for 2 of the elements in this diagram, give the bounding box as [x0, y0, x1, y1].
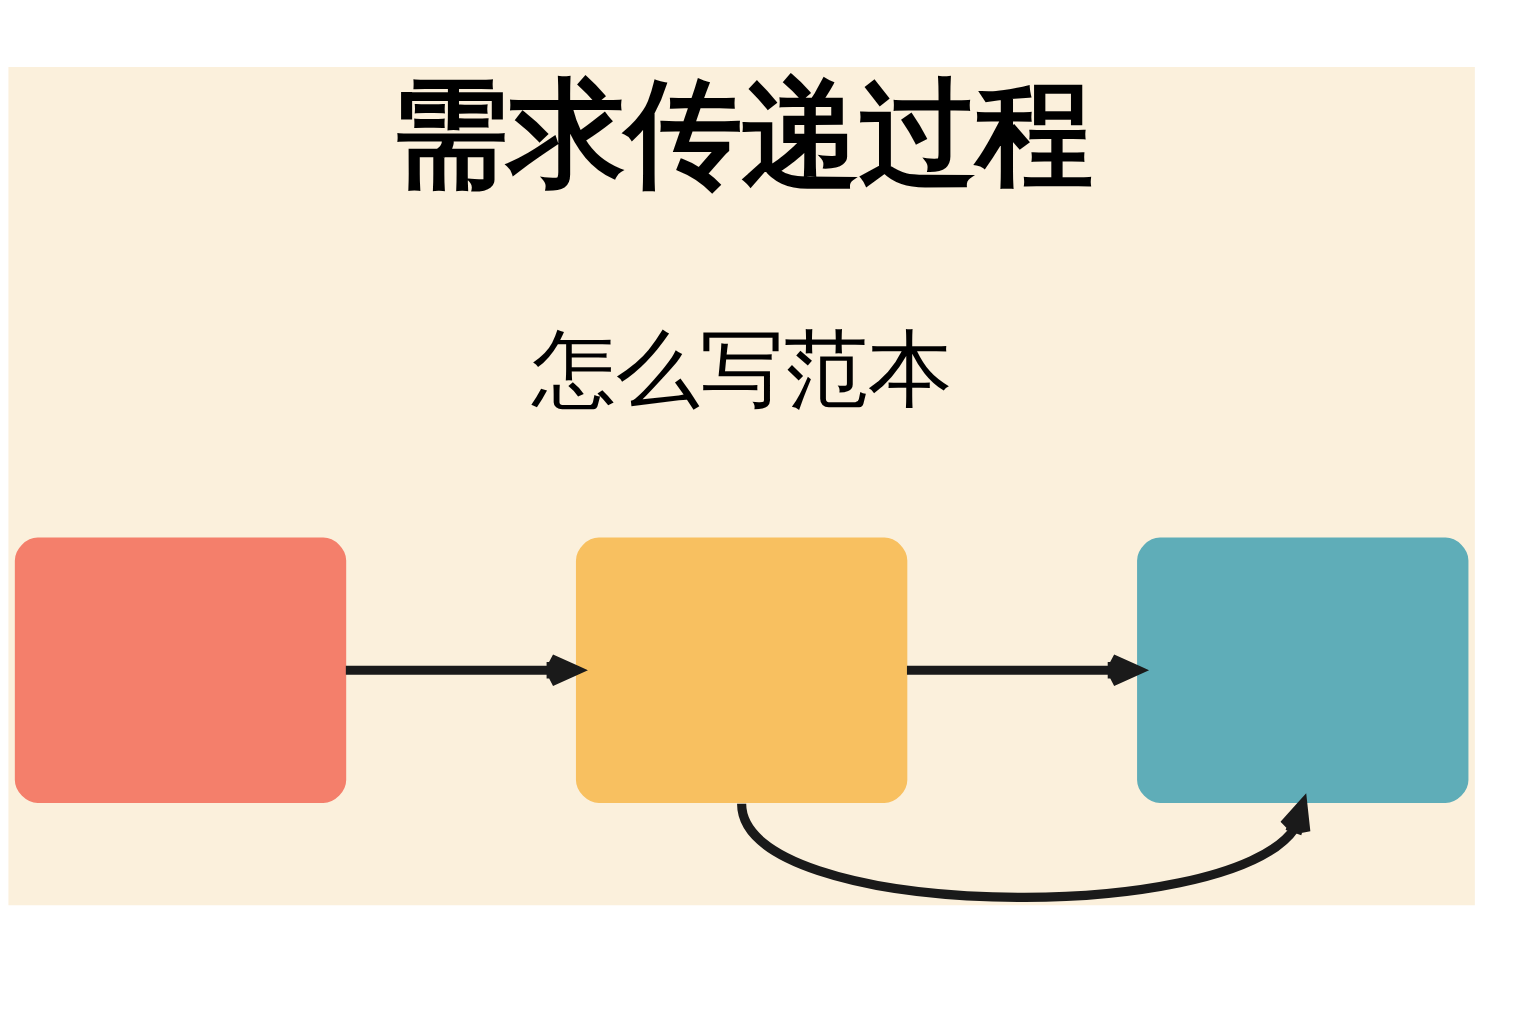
diagram-title: 需求传递过程 — [391, 64, 1094, 202]
label: 怎么写范本 — [531, 319, 952, 418]
